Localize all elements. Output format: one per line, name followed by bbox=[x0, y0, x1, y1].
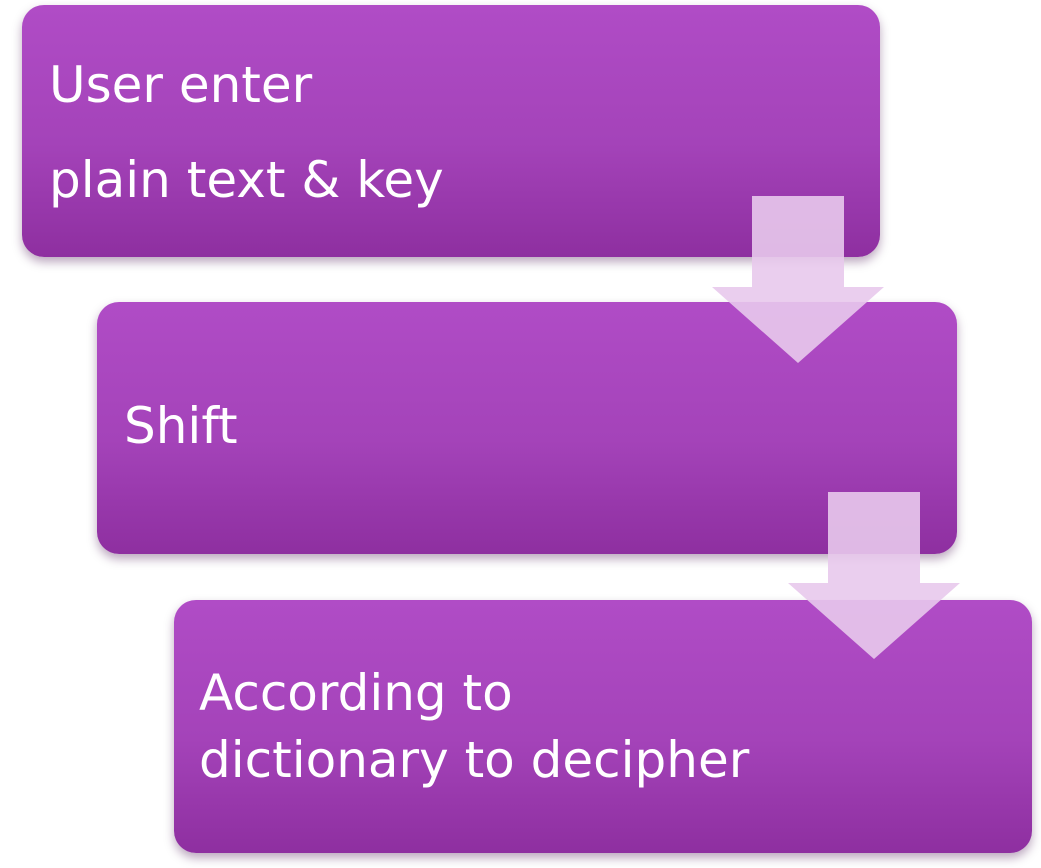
step-3-line-2: dictionary to decipher bbox=[199, 731, 750, 789]
step-3-line-1: According to bbox=[199, 664, 513, 722]
step-1-line-2: plain text & key bbox=[49, 151, 444, 209]
step-box-1: User enter plain text & key bbox=[22, 5, 880, 257]
down-arrow-icon-2 bbox=[788, 492, 960, 659]
step-box-3: According to dictionary to decipher bbox=[174, 600, 1032, 853]
down-arrow-icon-1 bbox=[712, 196, 884, 363]
step-2-line-1: Shift bbox=[124, 397, 238, 455]
step-1-line-1: User enter bbox=[49, 56, 313, 114]
